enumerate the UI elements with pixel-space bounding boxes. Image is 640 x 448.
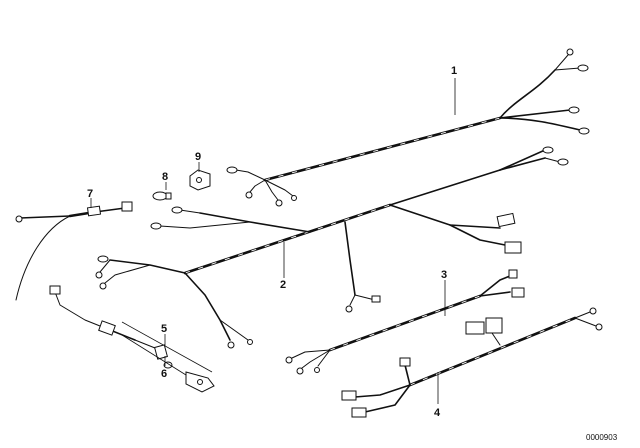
callout-4: 4 bbox=[434, 407, 441, 419]
harness-part-3 bbox=[285, 269, 525, 375]
leader-lines bbox=[90, 78, 456, 404]
harness-part-1 bbox=[226, 48, 590, 207]
callout-6: 6 bbox=[161, 368, 167, 380]
harness-part-4 bbox=[341, 307, 603, 418]
callout-9: 9 bbox=[195, 151, 201, 163]
document-number: 0000903 bbox=[586, 433, 618, 442]
callout-5: 5 bbox=[161, 323, 167, 335]
callout-1: 1 bbox=[451, 65, 457, 77]
part-8-bulb bbox=[152, 191, 172, 201]
part-9-socket bbox=[189, 169, 211, 191]
small-cable-lower-left bbox=[49, 285, 161, 351]
callout-7: 7 bbox=[87, 188, 93, 200]
callout-2: 2 bbox=[280, 279, 286, 291]
harness-part-2 bbox=[95, 146, 569, 349]
cable-part-7 bbox=[15, 201, 133, 301]
callout-3: 3 bbox=[441, 269, 447, 281]
callout-8: 8 bbox=[162, 171, 168, 183]
parts-5-6 bbox=[121, 321, 215, 393]
